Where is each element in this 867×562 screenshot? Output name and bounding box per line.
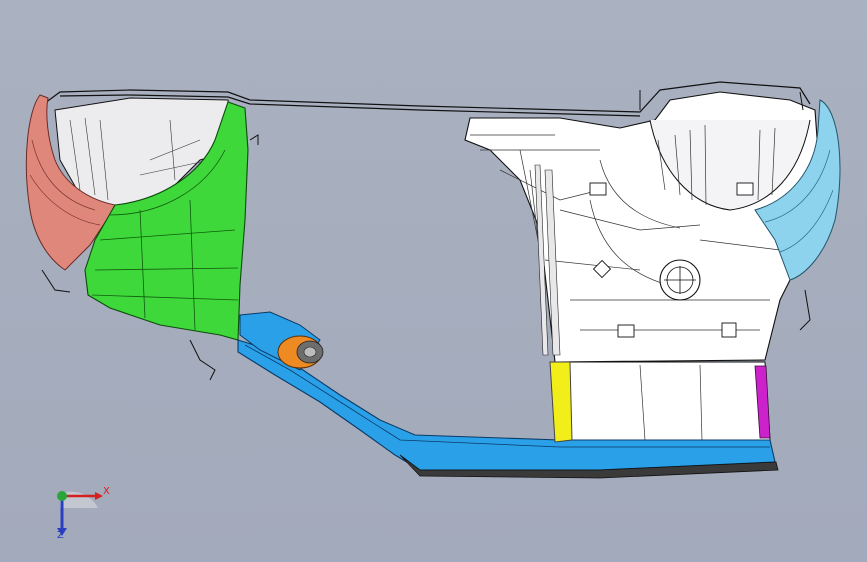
end-strip[interactable] xyxy=(754,365,771,439)
x-axis-label: X xyxy=(103,486,110,497)
left-end-cap-detail xyxy=(29,139,101,226)
mount-bushing[interactable] xyxy=(277,335,324,369)
z-axis-label: Z xyxy=(57,530,64,541)
rib-insert[interactable] xyxy=(549,361,573,443)
round-cap-detail xyxy=(659,259,701,301)
triad-graphic xyxy=(57,491,103,536)
main-body-panel[interactable] xyxy=(464,91,821,446)
right-end-cap-detail xyxy=(764,149,834,253)
side-panel-lines xyxy=(91,149,239,331)
left-inner-bracket xyxy=(54,97,236,211)
top-rail-line xyxy=(44,81,811,117)
bottom-lip xyxy=(399,454,779,479)
right-end-cap[interactable] xyxy=(754,99,841,281)
orientation-triad[interactable]: X Y Z xyxy=(40,478,120,548)
left-side-panel[interactable] xyxy=(84,101,249,341)
y-axis-dot xyxy=(57,491,67,501)
left-end-cap[interactable] xyxy=(25,94,116,271)
wire-clips xyxy=(41,90,811,381)
